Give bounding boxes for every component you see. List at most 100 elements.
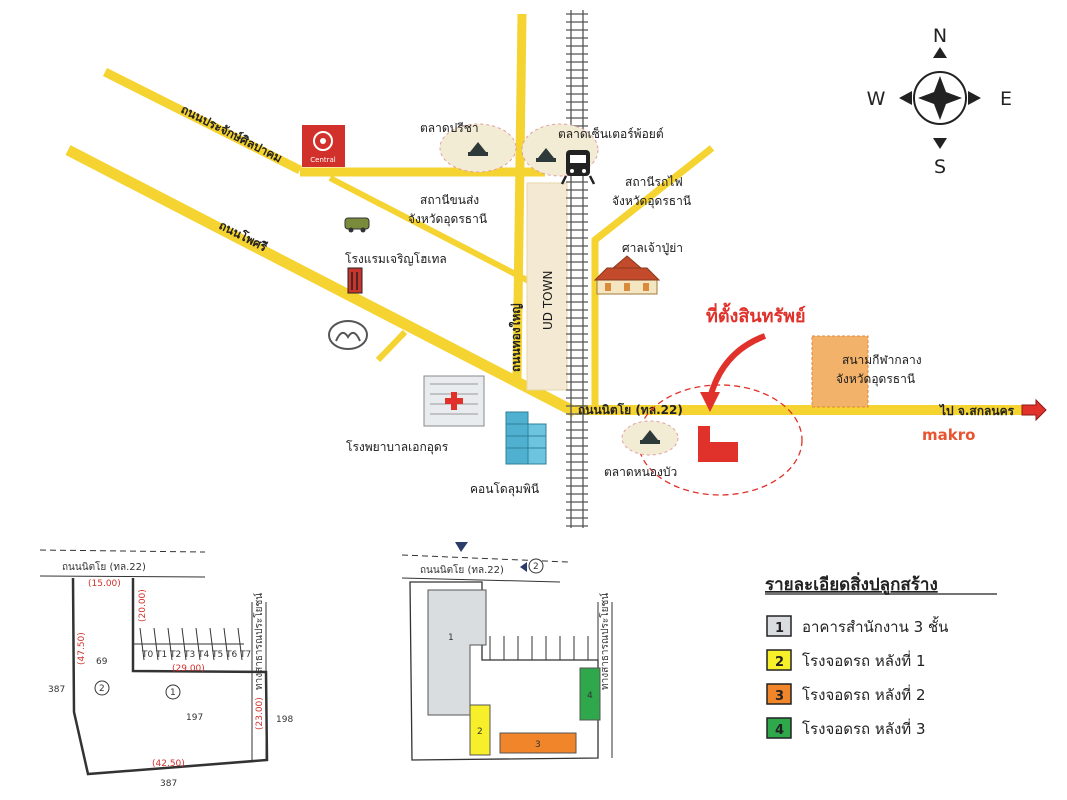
road-label-prachak: ถนนประจักษ์ศิลปาคม <box>179 102 285 165</box>
legend-num-3: 3 <box>775 689 784 704</box>
plan-right-lane: ทางสาธารณประโยชน์ <box>598 593 611 690</box>
legend-num-1: 1 <box>775 621 784 636</box>
site-plan-right: 2 ถนนนิตโย (ทล.22) ทางสาธารณประโยชน์ 1 2… <box>401 542 613 761</box>
market-icon <box>468 142 488 156</box>
property-title: ที่ตั้งสินทรัพย์ <box>706 302 806 327</box>
market-icon <box>640 430 660 444</box>
road-label-thongyai: ถนนทองใหญ่ <box>508 303 523 372</box>
building-1-shape <box>427 589 487 716</box>
road-rail-east <box>591 145 715 405</box>
road-label-nittayo: ถนนนิตโย (ทล.22) <box>578 402 683 417</box>
arrow-right-icon <box>1021 398 1047 422</box>
hospital-label: โรงพยาบาลเอกอุดร <box>346 440 449 455</box>
lot-label: T2 <box>169 650 181 660</box>
plan-left-road: ถนนนิตโย (ทล.22) <box>62 560 146 573</box>
legend-item: 3 โรงจอดรถ หลังที่ 2 <box>766 683 926 705</box>
compass-arrow-s-icon <box>933 138 947 149</box>
legend-label-4: โรงจอดรถ หลังที่ 3 <box>802 718 926 738</box>
legend-swatch-1 <box>766 615 792 637</box>
rail-station-label-1: สถานีรถไฟ <box>625 175 683 189</box>
stadium-label-2: จังหวัดอุดรธานี <box>836 372 915 387</box>
shrine-icon <box>593 255 661 295</box>
legend-swatch-4 <box>766 717 792 739</box>
road-label-to-sakon: ไป จ.สกลนคร <box>938 403 1015 418</box>
lot-label: T1 <box>155 650 167 660</box>
compass-star-icon <box>918 76 962 120</box>
road-phosri <box>65 145 578 417</box>
dim-42-5: (42.50) <box>152 759 185 769</box>
compass-n: N <box>933 25 947 47</box>
legend-label-3: โรงจอดรถ หลังที่ 2 <box>802 684 926 704</box>
stadium-area <box>811 335 869 408</box>
plan-num-387a: 387 <box>48 685 65 695</box>
compass-rose: N S W E <box>867 25 1012 178</box>
plan-right-circle: 2 <box>533 562 539 572</box>
property-site-shape <box>698 426 738 462</box>
property-zone <box>637 384 803 496</box>
rail-station-label-2: จังหวัดอุดรธานี <box>612 194 691 209</box>
legend-item: 2 โรงจอดรถ หลังที่ 1 <box>766 649 926 671</box>
market-icon <box>536 148 556 162</box>
lot-label: T7 <box>239 650 251 660</box>
building-1-num: 1 <box>448 633 454 643</box>
mazda-logo-icon <box>328 320 368 350</box>
central-logo: Central <box>302 125 345 167</box>
legend-swatch-3 <box>766 683 792 705</box>
legend: รายละเอียดสิ่งปลูกสร้าง 1 อาคารสำนักงาน … <box>765 572 997 739</box>
compass-arrow-w-icon <box>899 91 912 105</box>
site-plan-left: ถนนนิตโย (ทล.22) ทางสาธารณประโยชน์ (15.0… <box>39 549 293 789</box>
compass-arrow-e-icon <box>968 91 981 105</box>
makro-logo: makro <box>922 426 975 444</box>
market-center-label: ตลาดเซ็นเตอร์พ้อยต์ <box>558 126 664 141</box>
lot-label: T3 <box>183 650 195 660</box>
market-nongbua-label: ตลาดหนองบัว <box>604 465 677 479</box>
railway <box>566 10 588 528</box>
shrine-label: ศาลเจ้าปู่ย่า <box>622 241 683 256</box>
plan-right-road: ถนนนิตโย (ทล.22) <box>420 563 504 576</box>
legend-item: 1 อาคารสำนักงาน 3 ชั้น <box>766 615 948 637</box>
bus-icon <box>344 217 370 233</box>
building-2-num: 2 <box>477 727 483 737</box>
legend-title: รายละเอียดสิ่งปลูกสร้าง <box>765 572 938 596</box>
hotel-label: โรงแรมเจริญโฮเทล <box>345 252 447 266</box>
compass-s: S <box>934 156 946 178</box>
central-logo-text: Central <box>310 156 336 164</box>
building-3-shape <box>499 732 577 754</box>
compass-ring <box>913 71 967 125</box>
compass-e: E <box>1000 88 1012 110</box>
road-thongyai <box>512 13 527 379</box>
legend-num-4: 4 <box>775 723 784 738</box>
building-2-shape <box>469 704 491 756</box>
building-4-shape <box>579 667 601 721</box>
bus-station-label-1: สถานีขนส่ง <box>420 193 479 207</box>
road-stub <box>375 329 408 363</box>
plan-num-387b: 387 <box>160 779 177 789</box>
plan-num-198: 198 <box>276 715 293 725</box>
dim-20: (20.00) <box>138 589 148 622</box>
compass-arrow-n-icon <box>933 47 947 58</box>
legend-swatch-2 <box>766 649 792 671</box>
lot-label: T0 <box>141 650 153 660</box>
plan-marker-left-icon <box>520 562 527 572</box>
ud-town-block <box>526 182 568 391</box>
train-icon <box>560 150 596 185</box>
legend-num-2: 2 <box>775 655 784 670</box>
compass-w: W <box>867 88 886 110</box>
dim-15: (15.00) <box>88 579 121 589</box>
property-arrow-icon <box>707 333 767 399</box>
property-arrowhead-icon <box>700 392 720 412</box>
condo-icon <box>505 411 547 465</box>
lot-label: T6 <box>225 650 237 660</box>
plan-num-69: 69 <box>96 657 108 667</box>
ud-town-label: UD TOWN <box>541 271 555 330</box>
market-prisa-label: ตลาดปรีชา <box>420 121 479 135</box>
legend-label-1: อาคารสำนักงาน 3 ชั้น <box>802 616 948 636</box>
building-4-num: 4 <box>587 691 593 701</box>
dim-23: (23.00) <box>255 697 265 730</box>
plan-circle-2: 2 <box>99 684 105 694</box>
bus-station-label-2: จังหวัดอุดรธานี <box>408 212 487 227</box>
hotel-icon <box>347 267 363 294</box>
lot-label: T5 <box>211 650 223 660</box>
plan-marker-icon <box>455 542 468 552</box>
road-branch-inner <box>328 175 552 295</box>
